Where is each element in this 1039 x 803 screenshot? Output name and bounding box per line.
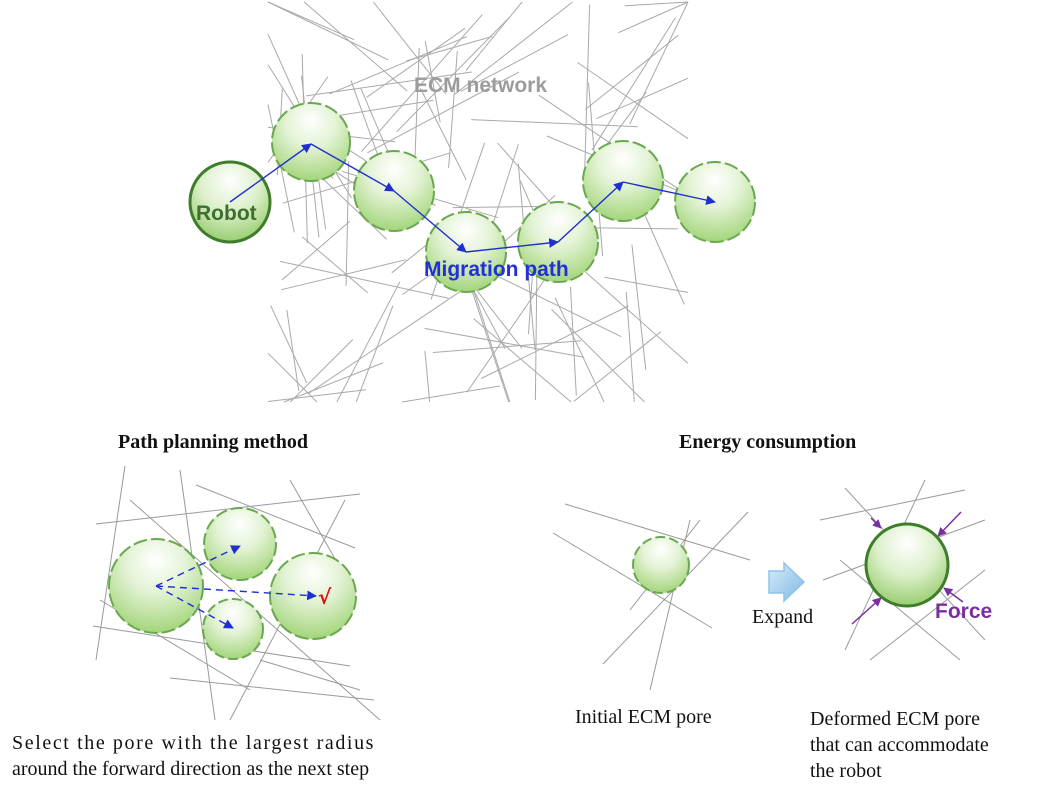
ecm-fiber — [552, 532, 713, 629]
caption-line: around the forward direction as the next… — [12, 758, 370, 780]
ecm-fiber — [286, 309, 300, 391]
expand-label: Expand — [752, 606, 814, 628]
ecm-fiber — [424, 350, 431, 403]
pore — [271, 102, 351, 182]
deformed-pore-caption: Deformed ECM pore that can accommodate t… — [810, 706, 989, 784]
ecm-fiber — [448, 51, 458, 168]
ecm-fiber — [267, 352, 318, 403]
candidate-pore — [202, 598, 264, 660]
ecm-fiber — [480, 305, 629, 379]
ecm-fiber — [169, 677, 375, 701]
ecm-fiber — [281, 259, 407, 291]
initial-pore-caption: Initial ECM pore — [575, 706, 712, 728]
pore — [582, 140, 664, 222]
ecm-fiber — [289, 339, 354, 403]
ecm-fiber — [367, 71, 520, 154]
ecm-fiber — [869, 569, 986, 661]
ecm-fiber — [306, 71, 472, 97]
expand-arrow-icon — [768, 561, 806, 603]
ecm-fiber — [355, 305, 394, 403]
ecm-fiber — [336, 281, 401, 403]
ecm-fiber — [302, 236, 369, 294]
ecm-fiber — [465, 1, 523, 71]
ecm-fiber — [564, 503, 751, 561]
migration-path-label: Migration path — [424, 258, 569, 281]
ecm-fiber — [819, 489, 966, 521]
ecm-fiber — [573, 331, 662, 402]
ecm-fiber — [283, 362, 384, 403]
ecm-fiber — [618, 1, 689, 34]
ecm-fiber — [406, 36, 493, 62]
ecm-fiber — [307, 288, 465, 395]
ecm-fiber — [267, 389, 366, 402]
path-selection-caption: Select the pore with the largest radius … — [12, 730, 375, 782]
migration-path-arrows — [229, 143, 716, 253]
ecm-fiber — [402, 385, 500, 403]
ecm-fiber — [591, 17, 677, 151]
force-label: Force — [935, 600, 993, 623]
ecm-fiber — [424, 327, 585, 358]
deformed-pore-circle — [864, 522, 950, 608]
ecm-fiber — [419, 87, 467, 181]
ecm-fiber — [554, 297, 605, 403]
force-arrows — [851, 511, 964, 625]
initial-pore-circle — [632, 536, 690, 594]
ecm-fiber — [360, 14, 483, 153]
ecm-fiber — [631, 244, 647, 370]
ecm-fiber — [281, 221, 350, 281]
ecm-fiber — [279, 260, 449, 299]
ecm-network-label: ECM network — [414, 74, 548, 97]
ecm-fiber — [584, 34, 679, 110]
ecm-fiber — [473, 318, 572, 403]
energy-consumption-title: Energy consumption — [679, 431, 857, 453]
ecm-fiber — [604, 276, 689, 293]
check-mark: √ — [318, 585, 332, 609]
ecm-fiber — [466, 259, 559, 393]
ecm-fiber — [303, 1, 408, 92]
ecm-fiber — [267, 1, 389, 61]
caption-line: Deformed ECM pore — [810, 708, 980, 730]
ecm-fiber — [629, 1, 689, 125]
caption-line: that can accommodate — [810, 734, 989, 756]
ecm-fiber — [571, 259, 689, 364]
ecm-fiber — [267, 1, 355, 41]
ecm-fiber — [460, 34, 569, 92]
ecm-fiber — [424, 40, 441, 123]
ecm-fiber — [625, 291, 635, 403]
ecm-fiber — [345, 161, 350, 286]
ecm-fiber — [373, 1, 447, 95]
caption-line: Select the pore with the largest radius — [12, 732, 376, 754]
ecm-fiber — [432, 340, 582, 353]
path-planning-title: Path planning method — [118, 431, 309, 453]
ecm-fiber — [471, 119, 638, 128]
candidate-pore — [203, 507, 277, 581]
ecm-fiber — [396, 15, 511, 133]
initial-pore-fibers — [552, 503, 751, 691]
candidate-direction-arrows — [155, 545, 317, 629]
robot-label: Robot — [196, 202, 257, 225]
ecm-fiber — [95, 493, 361, 525]
ecm-fiber — [839, 559, 961, 661]
ecm-fiber — [570, 286, 577, 396]
ecm-fiber — [259, 659, 361, 691]
caption-line: the robot — [810, 760, 882, 782]
ecm-fiber — [577, 62, 689, 140]
ecm-fiber — [624, 1, 689, 7]
ecm-fiber — [469, 278, 511, 403]
ecm-fiber — [195, 484, 356, 549]
ecm-fiber — [454, 1, 573, 95]
ecm-fiber — [270, 305, 308, 384]
ecm-fiber — [551, 309, 645, 403]
ecm-fiber — [467, 277, 510, 403]
ecm-fiber — [366, 27, 466, 98]
ecm-fiber — [584, 4, 591, 168]
ecm-fiber — [534, 266, 538, 400]
